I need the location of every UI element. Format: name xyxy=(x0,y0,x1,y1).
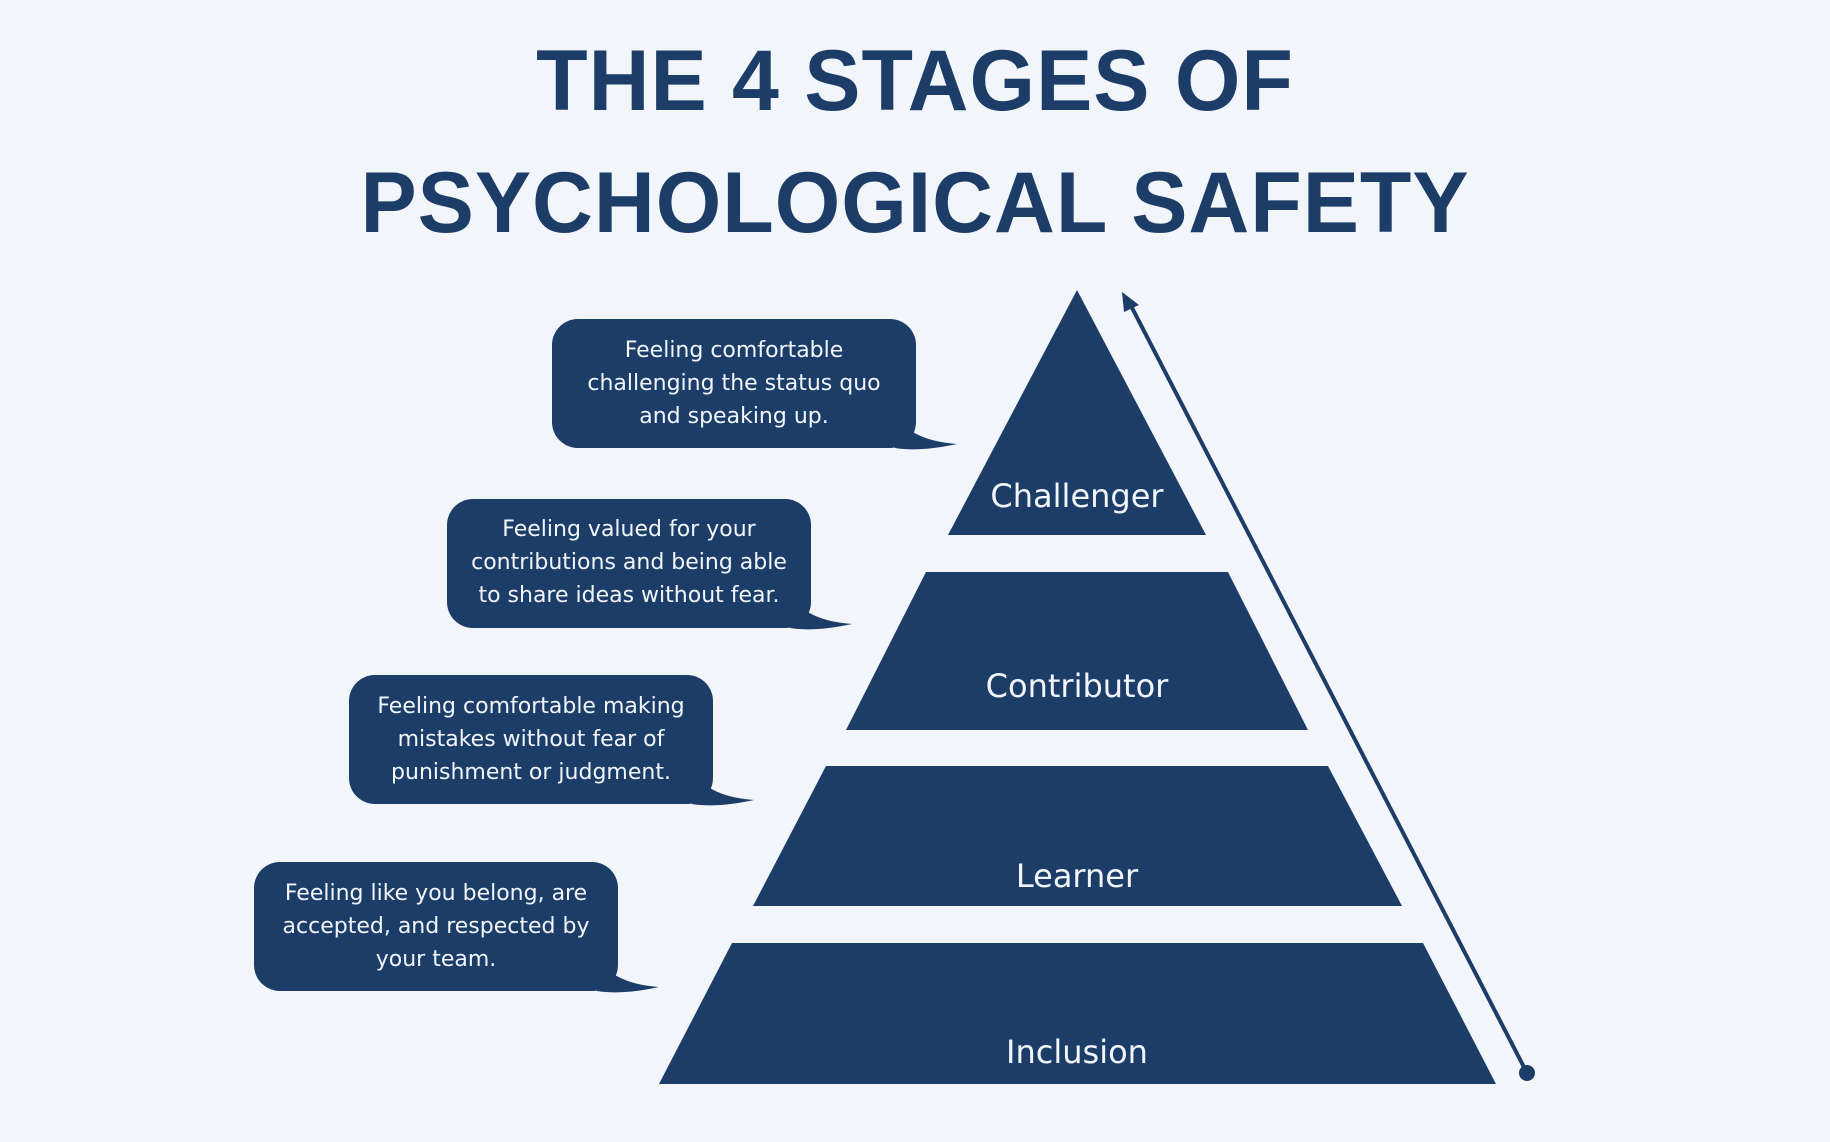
stage-label-contributor: Contributor xyxy=(985,667,1169,705)
description-line: to share ideas without fear. xyxy=(478,583,780,608)
arrow-start-dot xyxy=(1519,1065,1535,1081)
speech-bubble-contributor xyxy=(447,499,852,630)
stage-label-learner: Learner xyxy=(1015,857,1139,895)
page-title-line-1: THE 4 STAGES OF xyxy=(536,33,1294,129)
description-line: Feeling like you belong, are xyxy=(284,881,588,906)
description-line: accepted, and respected by xyxy=(282,914,590,939)
description-line: challenging the status quo xyxy=(587,371,881,396)
stage-label-inclusion: Inclusion xyxy=(1006,1033,1148,1071)
description-line: Feeling comfortable xyxy=(624,338,844,363)
speech-bubble-inclusion xyxy=(254,862,659,993)
description-line: Feeling comfortable making xyxy=(377,694,685,719)
speech-bubble-learner xyxy=(349,675,754,806)
description-challenger: Feeling comfortable challenging the stat… xyxy=(569,334,899,433)
pyramid-tier-inclusion xyxy=(659,943,1496,1084)
progress-arrow xyxy=(1122,292,1535,1081)
page-title-line-2: PSYCHOLOGICAL SAFETY xyxy=(360,155,1470,251)
description-contributor: Feeling valued for your contributions an… xyxy=(464,513,794,612)
description-line: your team. xyxy=(375,947,497,972)
arrow-up-icon xyxy=(1122,292,1139,312)
pyramid-tier-learner xyxy=(753,766,1402,906)
description-line: mistakes without fear of xyxy=(397,727,665,752)
speech-bubble-challenger xyxy=(552,319,957,450)
description-line: and speaking up. xyxy=(639,404,829,429)
description-learner: Feeling comfortable making mistakes with… xyxy=(366,690,696,789)
description-line: punishment or judgment. xyxy=(391,760,671,785)
description-line: contributions and being able xyxy=(471,550,787,575)
pyramid-tier-challenger xyxy=(948,290,1206,535)
pyramid-tier-contributor xyxy=(846,572,1308,730)
description-inclusion: Feeling like you belong, are accepted, a… xyxy=(271,877,601,976)
stage-label-challenger: Challenger xyxy=(990,477,1164,515)
description-line: Feeling valued for your xyxy=(502,517,756,542)
